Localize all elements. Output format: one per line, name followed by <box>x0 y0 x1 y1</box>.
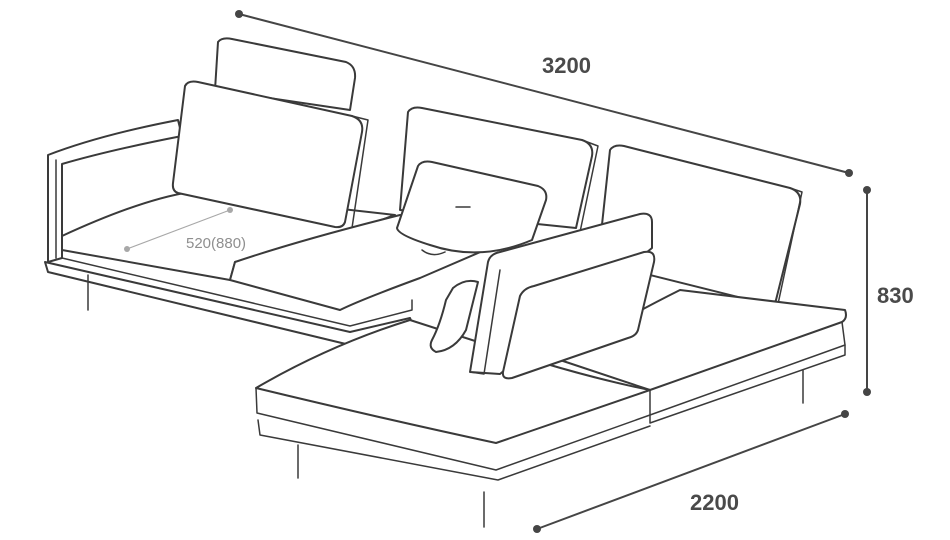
height-dimension: 830 <box>863 186 914 396</box>
right-back-cushion-side <box>777 187 803 305</box>
depth-dimension-line <box>536 413 846 530</box>
width-dimension-line <box>238 13 850 174</box>
chaise-right-seat-front <box>649 321 846 416</box>
middle-back-cushion-side <box>579 139 599 233</box>
middle-pillow-fold <box>421 249 446 256</box>
chaise-front-seat <box>255 319 651 444</box>
width-dimension-end-dot <box>845 169 853 177</box>
chaise-right-base <box>649 344 846 424</box>
width-dimension: 3200 <box>235 10 853 177</box>
width-dimension-start-dot <box>235 10 243 18</box>
seat-depth-start-dot <box>124 246 130 252</box>
depth-dimension: 2200 <box>533 410 849 533</box>
width-dimension-label: 3200 <box>542 53 591 78</box>
depth-dimension-end-dot <box>841 410 849 418</box>
left-back-cushion-side <box>351 115 369 229</box>
height-dimension-top-dot <box>863 186 871 194</box>
seat-depth-end-dot <box>227 207 233 213</box>
seat-depth-label: 520(880) <box>186 235 246 252</box>
middle-pillow <box>396 160 548 254</box>
depth-dimension-label: 2200 <box>690 490 739 515</box>
chaise-backrest-cushion <box>501 250 656 380</box>
seat-depth-line <box>126 209 231 250</box>
chaise-arm-pillow <box>429 279 479 353</box>
left-back-cushion-front <box>171 80 364 229</box>
depth-dimension-start-dot <box>533 525 541 533</box>
chaise-base-platform <box>257 419 651 481</box>
height-dimension-label: 830 <box>877 283 914 308</box>
height-dimension-bottom-dot <box>863 388 871 396</box>
chaise-front-seat-face <box>255 387 651 471</box>
chaise-backrest-side <box>469 269 501 375</box>
sofa-drawing: 520(880) <box>44 37 847 528</box>
seat-depth-dimension: 520(880) <box>124 207 246 252</box>
left-back-cushion-rear <box>214 37 357 111</box>
